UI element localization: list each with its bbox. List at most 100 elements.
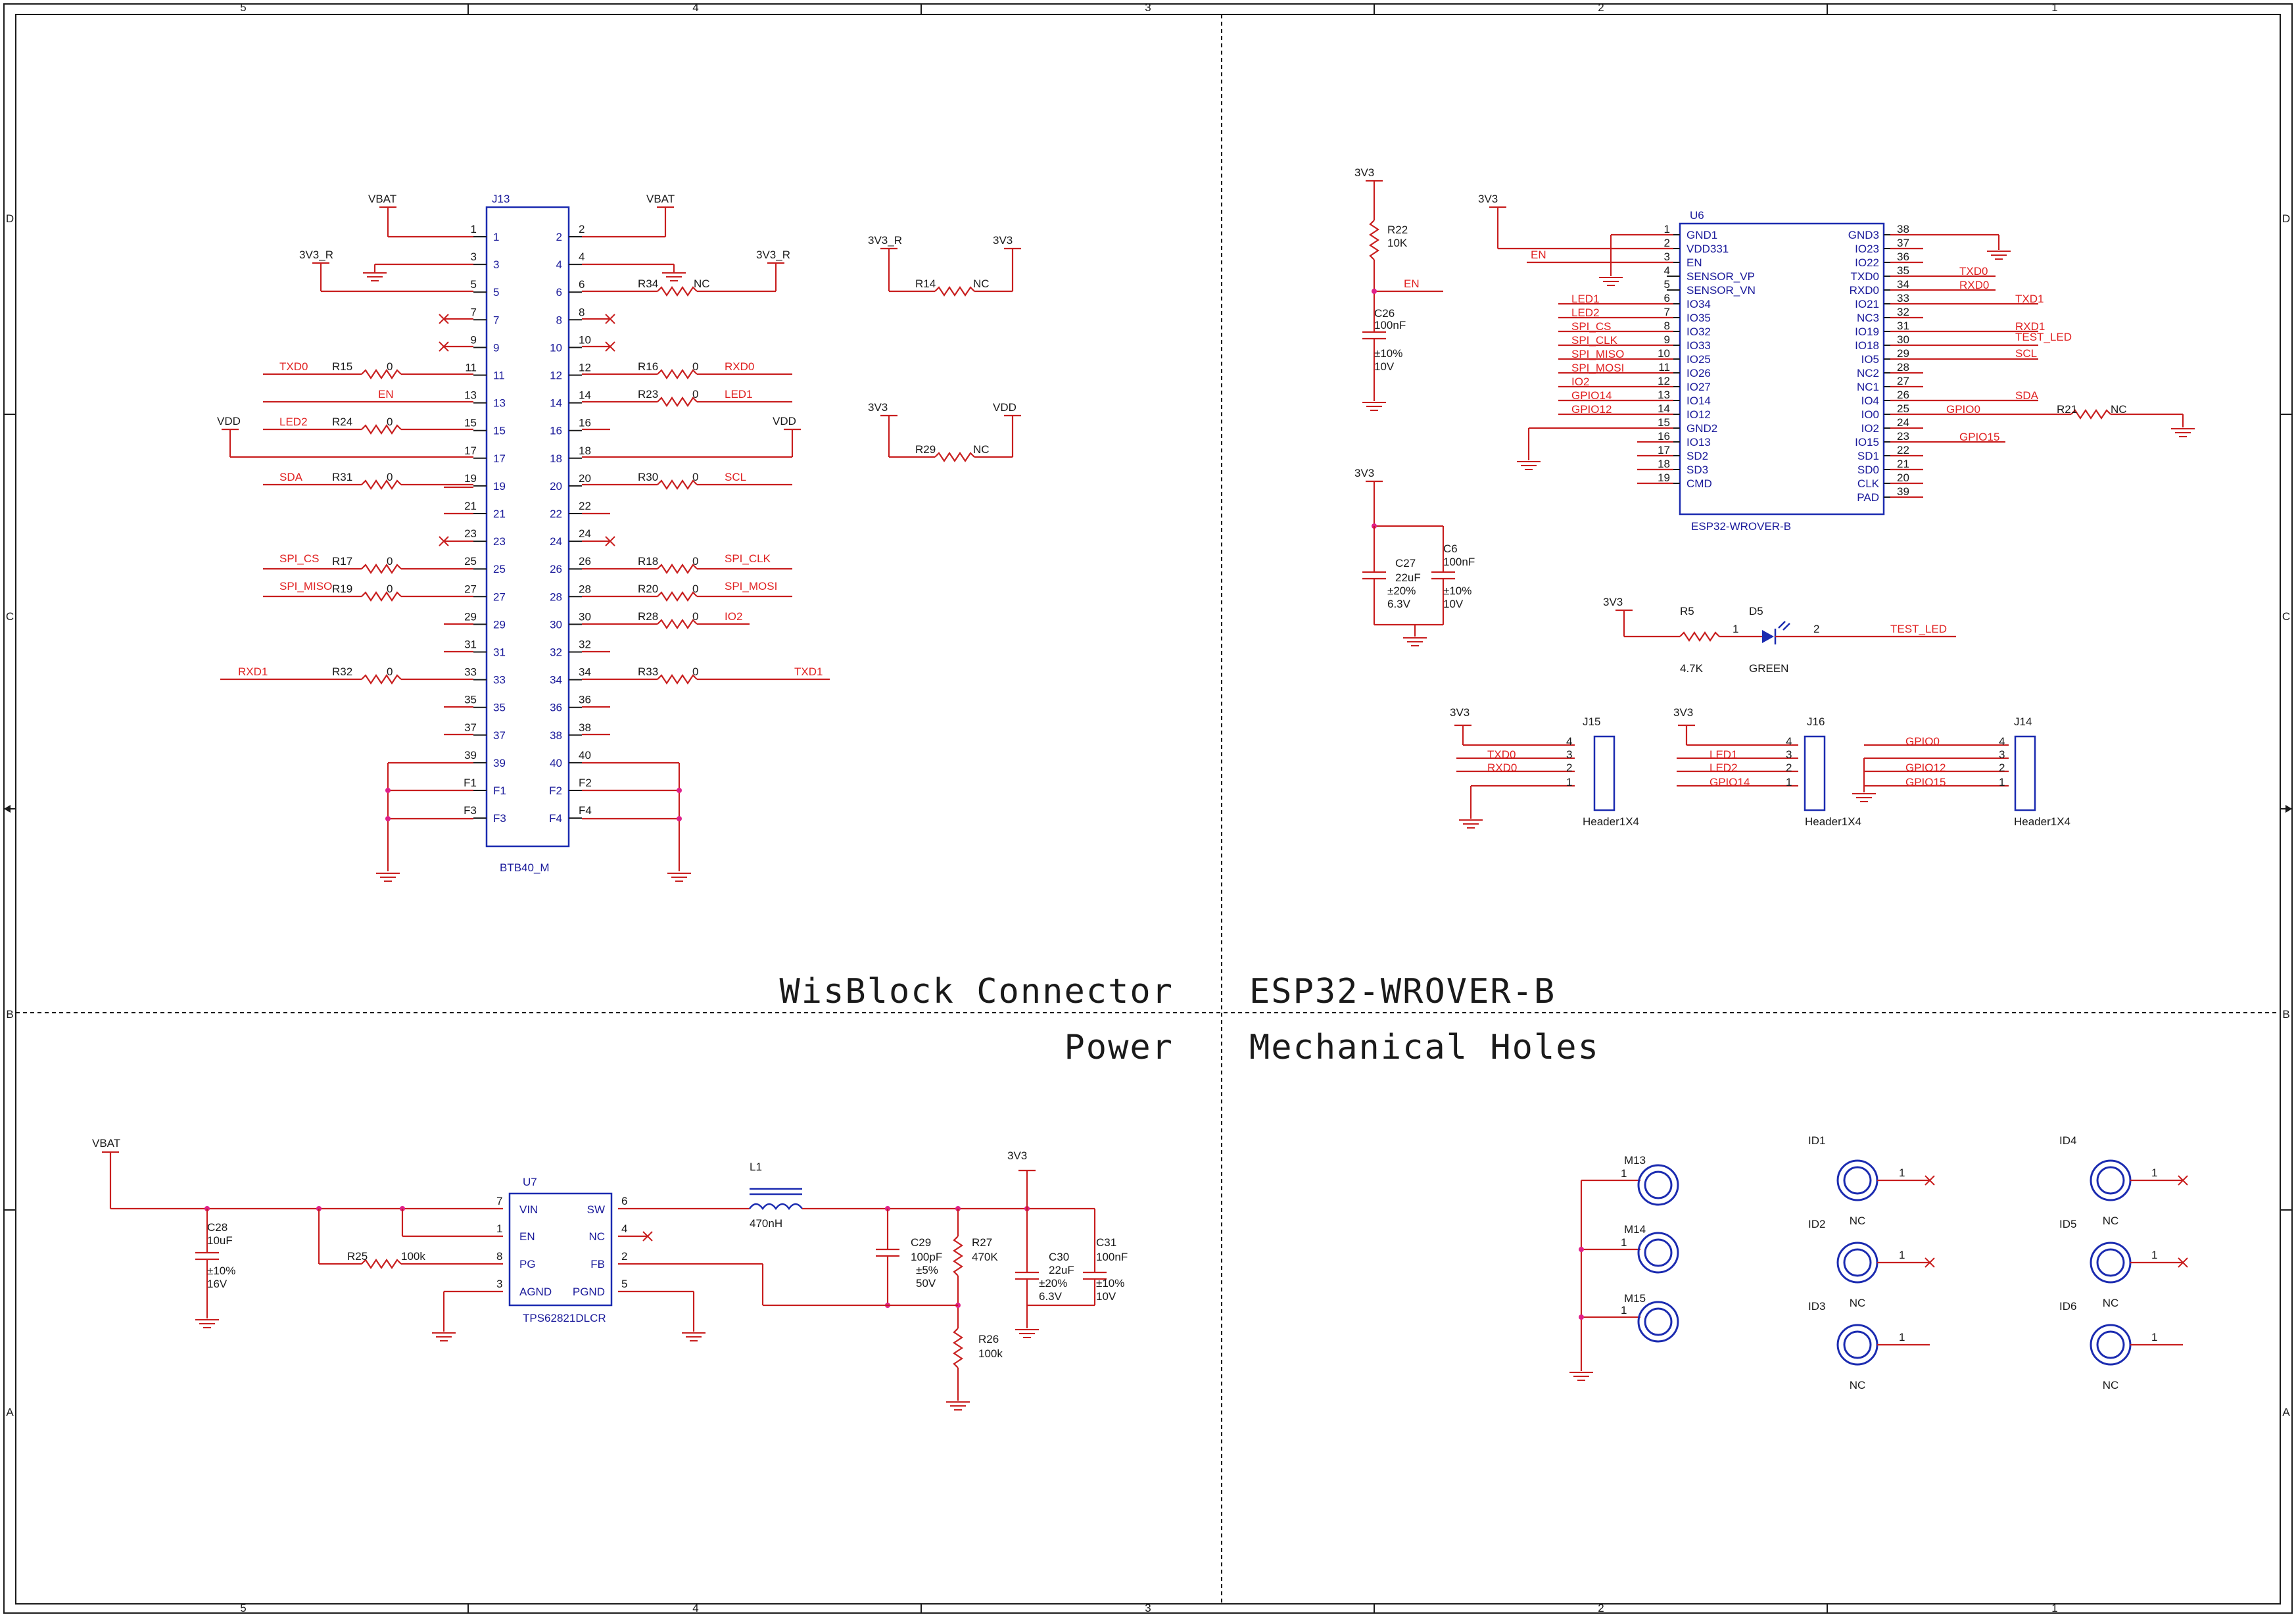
u6-pin-name: SD0 — [1857, 464, 1879, 476]
j13-pin-num: 29 — [464, 610, 477, 623]
res-value: 0 — [692, 610, 698, 623]
j13-pin-name: 26 — [550, 563, 562, 575]
cap-c6-volt: 10V — [1443, 598, 1464, 610]
u6-pin-num: 20 — [1897, 471, 1909, 484]
cap-c26-value: 100nF — [1374, 319, 1406, 331]
u6-pin-num: 23 — [1897, 430, 1909, 443]
u6-pin-name: CMD — [1686, 477, 1712, 490]
hole-nc: NC — [1850, 1379, 1866, 1391]
j13-pin-name: 39 — [493, 757, 506, 769]
cap-c26: C26 — [1374, 307, 1395, 320]
cap-c29: C29 — [911, 1236, 931, 1249]
hole-nc: NC — [2103, 1215, 2119, 1227]
u7-pin: PG — [519, 1258, 536, 1270]
u6-pin-name: IO19 — [1855, 326, 1879, 338]
net-spi-mosi: SPI_MOSI — [1571, 362, 1624, 374]
pin: 2 — [1566, 761, 1572, 774]
u6-pin-num: 28 — [1897, 361, 1909, 374]
u6-pin-name: IO27 — [1686, 381, 1711, 393]
j13-pin-num: 24 — [579, 527, 591, 540]
net-gpio0: GPIO0 — [1905, 735, 1940, 748]
res-r31: R31 — [332, 471, 352, 483]
j13-pin-name: F1 — [493, 784, 506, 797]
net-txd0: TXD0 — [1959, 265, 1988, 278]
u6-pin-name: SENSOR_VP — [1686, 270, 1755, 283]
res-r26: R26 — [978, 1333, 999, 1345]
res-r20: R20 — [638, 583, 658, 595]
net-gpio14: GPIO14 — [1571, 389, 1612, 402]
u6-pin-name: TXD0 — [1851, 270, 1879, 283]
u6-pin-num: 31 — [1897, 320, 1909, 332]
u6-pin-num: 15 — [1658, 416, 1670, 429]
res-r27-value: 470K — [972, 1251, 998, 1263]
net-gpio14: GPIO14 — [1710, 776, 1750, 788]
u6-pin-name: RXD0 — [1850, 284, 1879, 297]
u6-pin-name: GND1 — [1686, 229, 1717, 241]
j13-pin-name: 10 — [550, 341, 562, 354]
j13-pin-num: 27 — [464, 583, 477, 595]
j13-pin-num: F3 — [464, 804, 477, 817]
zone-label-top: 2 — [1598, 1, 1604, 14]
res-r22-value: 10K — [1387, 237, 1408, 249]
u6-pin-name: EN — [1686, 256, 1702, 269]
mechanical-holes: M13 M14 M15 1 1 1 ID1 ID2 ID3 ID4 ID5 ID… — [1569, 1134, 2188, 1391]
zone-label-side: D — [2282, 212, 2290, 225]
res-r15: R15 — [332, 360, 352, 373]
pin: 3 — [1786, 748, 1792, 761]
u7-ref: U7 — [523, 1176, 537, 1188]
j13-pin-name: 24 — [550, 535, 562, 548]
zone-label-side: C — [2282, 610, 2290, 623]
j13-pin-name: 28 — [550, 591, 562, 603]
u6-pin-num: 24 — [1897, 416, 1909, 429]
u6-pin-name: IO15 — [1855, 436, 1879, 448]
net-sda: SDA — [2015, 389, 2039, 402]
u6-pin-num: 27 — [1897, 375, 1909, 387]
pin: 1 — [1566, 776, 1572, 788]
net-spi-cs: SPI_CS — [1571, 320, 1611, 333]
pin: 1 — [2151, 1331, 2157, 1343]
j14-ref: J14 — [2014, 715, 2032, 728]
j13-pin-num: 35 — [464, 694, 477, 706]
pin: 3 — [1566, 748, 1572, 761]
u6-pin-num: 30 — [1897, 333, 1909, 346]
j13-pin-num: 33 — [464, 666, 477, 679]
j13-pin-num: 10 — [579, 333, 591, 346]
zone-label-side: A — [2282, 1406, 2290, 1418]
j13-pin-name: 40 — [550, 757, 562, 769]
j13-pin-name: 35 — [493, 702, 506, 714]
res-r34: R34 — [638, 278, 658, 290]
j13-pin-num: 32 — [579, 639, 591, 651]
j13-pin-num: F2 — [579, 777, 592, 789]
j13-pin-num: 17 — [464, 445, 477, 457]
j13-pin-num: 39 — [464, 749, 477, 761]
u6-part: ESP32-WROVER-B — [1691, 520, 1791, 533]
jumper-resistors: 3V3_R 3V3 R14 NC 3V3 VDD R29 NC — [868, 234, 1021, 462]
res-value: 0 — [692, 583, 698, 595]
u6-pin-name: GND2 — [1686, 422, 1717, 435]
j13-part: BTB40_M — [500, 861, 550, 874]
j13-pin-num: 40 — [579, 749, 591, 761]
pin: 3 — [1999, 748, 2005, 761]
j13-pin-name: 33 — [493, 674, 506, 687]
cap-c27: C27 — [1395, 557, 1416, 569]
zone-label-top: 5 — [240, 1, 246, 14]
u7-pin: VIN — [519, 1203, 538, 1216]
j13-pin-num: F1 — [464, 777, 477, 789]
u6-pin-num: 36 — [1897, 251, 1909, 263]
header-j16: J16 Header1X4 3V3 LED1 LED2 GPIO14 4 3 2… — [1673, 706, 1861, 828]
j13-pin-name: 4 — [556, 258, 562, 271]
u6-pin-name: IO2 — [1861, 422, 1879, 435]
net-3v3: 3V3 — [868, 401, 888, 414]
res-r22: R22 — [1387, 224, 1408, 236]
net-gpio12: GPIO12 — [1571, 403, 1612, 416]
cap-c6: C6 — [1443, 543, 1458, 555]
u6-pin-name: SD3 — [1686, 464, 1708, 476]
res-r27: R27 — [972, 1236, 992, 1249]
u6-pin-name: SD2 — [1686, 450, 1708, 462]
zone-label-bottom: 4 — [692, 1602, 698, 1614]
net-io2: IO2 — [1571, 375, 1589, 388]
cap-c26-volt: 10V — [1374, 360, 1395, 373]
u6-pin-num: 12 — [1658, 375, 1670, 387]
res-value: 0 — [387, 360, 393, 373]
